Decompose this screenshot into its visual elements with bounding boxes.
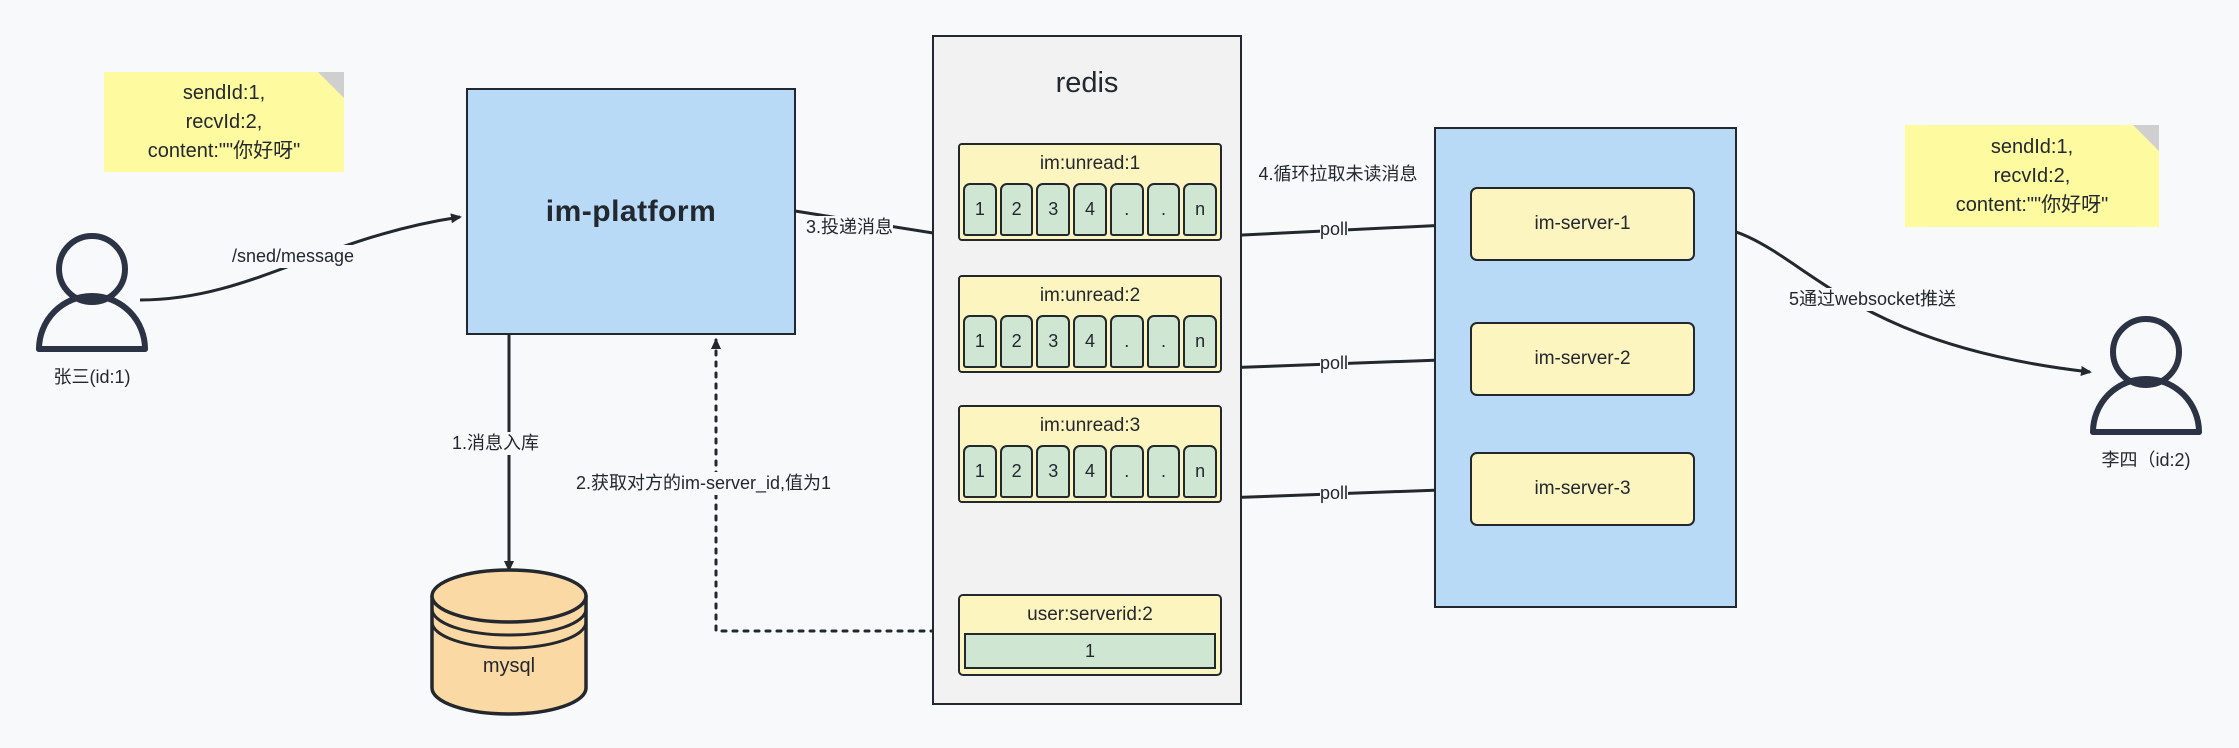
edge-label-step2: 2.获取对方的im-server_id,值为1 xyxy=(576,472,832,496)
im-server-2-label: im-server-2 xyxy=(1534,348,1631,369)
sender-caption: 张三(id:1) xyxy=(53,367,131,387)
im-server-3-label: im-server-3 xyxy=(1534,478,1631,499)
list-cell: n xyxy=(1183,445,1218,498)
list-cell: 1 xyxy=(963,445,997,498)
list-cell: 3 xyxy=(1036,315,1071,368)
redis-kv-user-serverid[interactable]: user:serverid:2 1 xyxy=(958,594,1222,676)
receiver-user-icon xyxy=(2090,316,2202,435)
note-fold-corner xyxy=(318,72,344,98)
redis-list-cells: 1 2 3 4 . . n xyxy=(960,315,1220,371)
edge-label-poll-2: poll xyxy=(1320,352,1349,376)
note-left-line-1: sendId:1, xyxy=(182,81,266,104)
im-platform-label: im-platform xyxy=(545,194,717,228)
node-im-platform[interactable]: im-platform xyxy=(466,88,796,335)
redis-list-im-unread-3[interactable]: im:unread:3 1 2 3 4 . . n xyxy=(958,405,1222,503)
list-cell: . xyxy=(1109,183,1144,236)
receiver-caption: 李四（id:2) xyxy=(2101,450,2191,470)
list-cell: 2 xyxy=(999,183,1034,236)
edge-label-poll-1: poll xyxy=(1320,218,1349,242)
list-cell: n xyxy=(1183,183,1218,236)
redis-kv-key: user:serverid:2 xyxy=(960,596,1220,633)
note-left-line-3: content:""你好呀" xyxy=(147,139,301,162)
node-im-server-3[interactable]: im-server-3 xyxy=(1470,452,1695,526)
im-server-1-label: im-server-1 xyxy=(1534,213,1631,234)
sender-user-icon xyxy=(36,233,148,352)
list-cell: 1 xyxy=(963,183,997,236)
redis-list-im-unread-2[interactable]: im:unread:2 1 2 3 4 . . n xyxy=(958,275,1222,373)
redis-list-im-unread-1[interactable]: im:unread:1 1 2 3 4 . . n xyxy=(958,143,1222,241)
redis-list-cells: 1 2 3 4 . . n xyxy=(960,183,1220,239)
list-cell: n xyxy=(1183,315,1218,368)
node-im-server-2[interactable]: im-server-2 xyxy=(1470,322,1695,396)
list-cell: 2 xyxy=(999,445,1034,498)
note-left-line-2: recvId:2, xyxy=(185,110,263,133)
mysql-cylinder-icon xyxy=(430,568,588,716)
note-left-message-payload: sendId:1, recvId:2, content:""你好呀" xyxy=(104,72,344,172)
list-cell: 3 xyxy=(1036,183,1071,236)
edge-label-step1: 1.消息入库 xyxy=(452,432,540,456)
note-right-line-3: content:""你好呀" xyxy=(1955,193,2109,216)
note-fold-corner xyxy=(2133,125,2159,151)
redis-list-key: im:unread:1 xyxy=(960,145,1220,183)
redis-title: redis xyxy=(1055,67,1119,99)
list-cell: . xyxy=(1146,445,1181,498)
node-im-server-1[interactable]: im-server-1 xyxy=(1470,187,1695,261)
edge-label-step5: 5通过websocket推送 xyxy=(1789,288,1957,312)
list-cell: . xyxy=(1146,183,1181,236)
list-cell: 1 xyxy=(963,315,997,368)
list-cell: . xyxy=(1109,445,1144,498)
list-cell: 4 xyxy=(1073,315,1107,368)
edge-label-step3: 3.投递消息 xyxy=(806,216,894,240)
note-right-line-2: recvId:2, xyxy=(1993,164,2071,187)
list-cell: 4 xyxy=(1073,445,1107,498)
edge-label-send-message: /sned/message xyxy=(232,245,355,269)
redis-list-key: im:unread:3 xyxy=(960,407,1220,445)
note-right-line-1: sendId:1, xyxy=(1990,135,2074,158)
redis-kv-value: 1 xyxy=(964,633,1216,669)
list-cell: 2 xyxy=(999,315,1034,368)
list-cell: 4 xyxy=(1073,183,1107,236)
mysql-label: mysql xyxy=(482,655,536,677)
list-cell: 3 xyxy=(1036,445,1071,498)
edge-label-step4: 4.循环拉取未读消息 xyxy=(1258,163,1418,187)
edge-label-poll-3: poll xyxy=(1320,482,1349,506)
redis-list-key: im:unread:2 xyxy=(960,277,1220,315)
list-cell: . xyxy=(1109,315,1144,368)
redis-list-cells: 1 2 3 4 . . n xyxy=(960,445,1220,501)
list-cell: . xyxy=(1146,315,1181,368)
note-right-message-payload: sendId:1, recvId:2, content:""你好呀" xyxy=(1905,125,2159,227)
